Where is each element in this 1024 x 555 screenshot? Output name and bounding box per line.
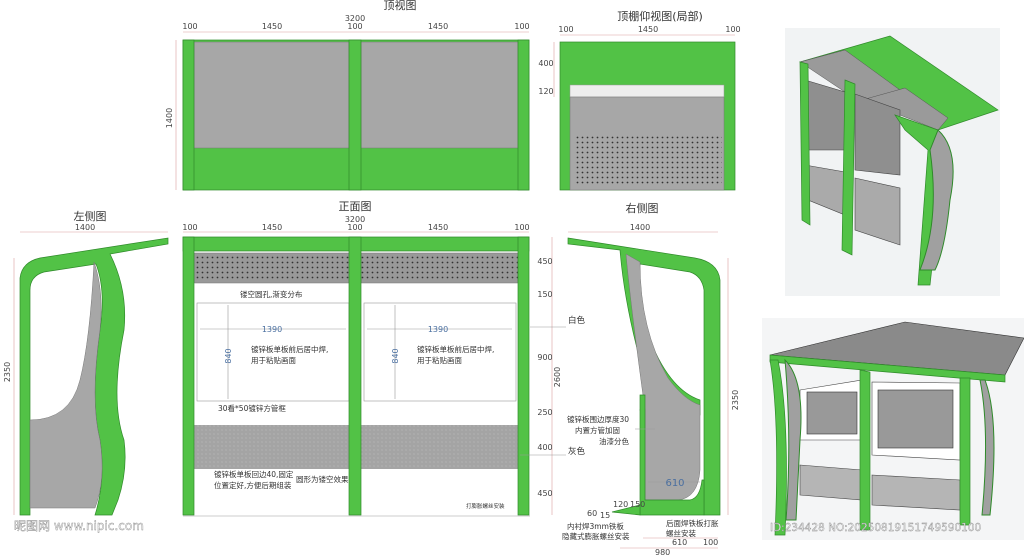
note-bolt: 打膨胀螺丝安装 bbox=[466, 502, 505, 510]
ceiling-view-title: 顶棚仰视图(局部) bbox=[617, 9, 703, 23]
front-view-title: 正面图 bbox=[339, 200, 372, 213]
dim: 100 bbox=[182, 223, 197, 232]
note-bottom: 位置定好,方便后期组装 bbox=[214, 480, 292, 490]
dim: 400 bbox=[538, 59, 553, 68]
dim: 120 bbox=[613, 500, 628, 509]
note-panel: 镀锌板单板前后居中焊, bbox=[251, 344, 328, 354]
right-width-dim: 1400 bbox=[630, 223, 650, 232]
ceiling-view: 顶棚仰视图(局部) 100 1450 100 400 120 bbox=[538, 9, 741, 191]
dim: 100 bbox=[514, 223, 529, 232]
height-dim: 400 bbox=[537, 443, 552, 452]
note-perforation: 镂空圆孔,渐变分布 bbox=[240, 289, 303, 299]
inner-width-dim: 610 bbox=[665, 478, 684, 489]
note-panel: 用于粘贴画面 bbox=[251, 355, 296, 365]
height-dim: 250 bbox=[537, 408, 552, 417]
front-view: 正面图 3200 100 1450 100 1450 100 1390 1390… bbox=[182, 200, 586, 517]
dim: 1450 bbox=[638, 25, 658, 34]
right-view-title: 右侧图 bbox=[626, 201, 659, 215]
panel-width-dim: 1390 bbox=[262, 325, 282, 334]
height-dim: 900 bbox=[537, 353, 552, 362]
render-3d-perspective bbox=[762, 318, 1024, 540]
note-weld: 隐藏式膨胀螺丝安装 bbox=[562, 531, 630, 541]
note-frame: 30看*50镀锌方管框 bbox=[218, 403, 286, 413]
note-white: 白色 bbox=[568, 315, 586, 326]
note-back: 螺丝安装 bbox=[666, 528, 696, 538]
dim: 980 bbox=[655, 548, 670, 555]
dim: 100 bbox=[703, 538, 718, 547]
render-3d-front bbox=[785, 28, 1000, 296]
note-panel: 用于粘贴画面 bbox=[417, 355, 462, 365]
height-dim: 150 bbox=[537, 290, 552, 299]
dim: 100 bbox=[725, 25, 740, 34]
dim: 100 bbox=[347, 223, 362, 232]
note-gray: 灰色 bbox=[568, 446, 586, 457]
top-depth-dim: 1400 bbox=[165, 108, 174, 128]
watermark-left: 昵图网 www.nipic.com bbox=[14, 519, 144, 533]
top-total-dim: 3200 bbox=[345, 14, 365, 23]
note-panel: 镀锌板单板前后居中焊, bbox=[417, 344, 494, 354]
note-edge: 内置方管加固 bbox=[575, 425, 620, 435]
top-view-title: 顶视图 bbox=[384, 0, 417, 12]
panel-height-dim: 840 bbox=[391, 348, 400, 363]
left-height-dim: 2350 bbox=[3, 362, 12, 382]
note-edge: 油漆分色 bbox=[599, 436, 629, 446]
dim: 1450 bbox=[262, 22, 282, 31]
note-back: 后面焊铁板打胀 bbox=[666, 518, 719, 528]
height-dim: 450 bbox=[537, 257, 552, 266]
note-bottom: 镀锌板单板回边40,固定 bbox=[214, 469, 294, 479]
dim: 100 bbox=[347, 22, 362, 31]
dim: 150 bbox=[630, 500, 645, 509]
note-circle: 圆形为镂空效果 bbox=[296, 474, 349, 484]
dim: 120 bbox=[538, 87, 553, 96]
note-edge: 镀锌板围边厚度30 bbox=[567, 414, 629, 424]
left-width-dim: 1400 bbox=[75, 223, 95, 232]
total-height-dim: 2600 bbox=[553, 367, 562, 387]
panel-height-dim: 840 bbox=[224, 348, 233, 363]
right-height-dim: 2350 bbox=[731, 390, 740, 410]
right-side-view: 右侧图 1400 2350 610 镀锌板围边厚度30 内置方管加固 油漆分色 … bbox=[562, 201, 740, 555]
dim: 610 bbox=[672, 538, 687, 547]
dim: 1450 bbox=[428, 22, 448, 31]
left-side-view: 左侧图 1400 2350 bbox=[3, 210, 169, 516]
panel-width-dim: 1390 bbox=[428, 325, 448, 334]
dim: 100 bbox=[182, 22, 197, 31]
note-weld: 内衬焊3mm铁板 bbox=[567, 521, 624, 531]
left-view-title: 左侧图 bbox=[74, 210, 107, 223]
dim: 60 bbox=[587, 509, 597, 518]
top-view: 顶视图 3200 100 1450 100 1450 100 1400 bbox=[165, 0, 530, 191]
front-total-dim: 3200 bbox=[345, 215, 365, 224]
dim: 1450 bbox=[428, 223, 448, 232]
dim: 100 bbox=[558, 25, 573, 34]
dim: 100 bbox=[514, 22, 529, 31]
dim: 1450 bbox=[262, 223, 282, 232]
watermark-right: ID:234428 NO:20250819151749590100 bbox=[770, 522, 981, 534]
height-dim: 450 bbox=[537, 489, 552, 498]
dim: 15 bbox=[600, 511, 610, 520]
